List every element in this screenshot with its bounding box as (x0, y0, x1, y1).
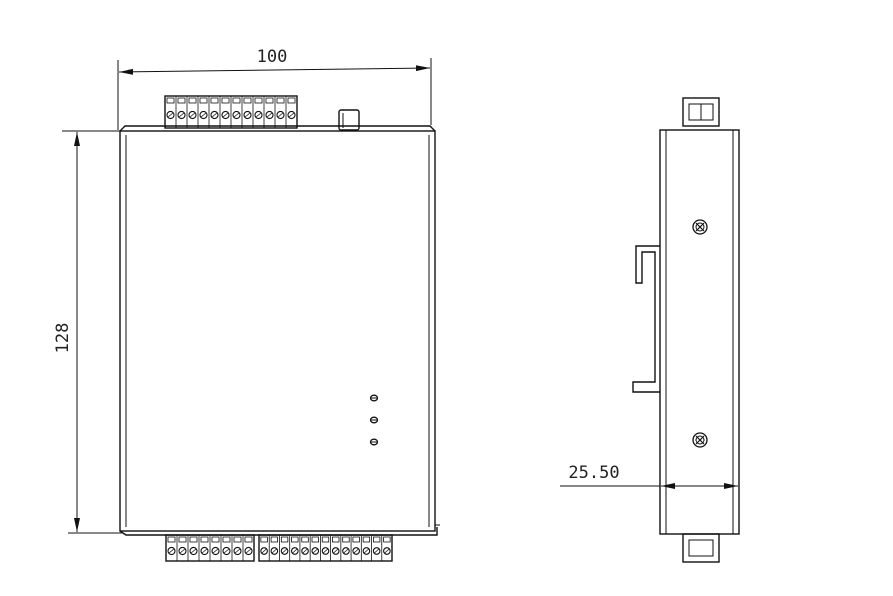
status-led (369, 416, 379, 424)
side-top-connector (682, 97, 720, 127)
top-terminal-pin (164, 96, 175, 128)
height-label: 128 (53, 323, 73, 354)
top-terminal-pin (175, 96, 186, 128)
top-terminal-pin (241, 96, 252, 128)
top-terminal-pin (197, 96, 208, 128)
bottom-right-terminal-pin (299, 535, 309, 561)
bottom-right-terminal-pin (381, 535, 391, 561)
bottom-left-terminal-block (165, 534, 255, 562)
screw-icon (692, 432, 708, 448)
bottom-left-terminal-pin (231, 535, 242, 561)
top-terminal-pin (263, 96, 274, 128)
top-terminal-pin (274, 96, 285, 128)
side-view: 25.50 (560, 97, 740, 563)
bottom-right-terminal-pin (371, 535, 381, 561)
bottom-left-terminal-pin (220, 535, 231, 561)
bottom-left-terminal-pin (165, 535, 176, 561)
antenna-base (338, 109, 360, 131)
top-flange (119, 125, 436, 132)
bottom-right-terminal-pin (258, 535, 268, 561)
front-view: 100 128 (53, 47, 440, 562)
screw-icon (692, 219, 708, 235)
din-rail-clip (632, 245, 660, 393)
bottom-right-terminal-pin (319, 535, 330, 561)
top-terminal-pin (219, 96, 230, 128)
height-dimension: 128 (53, 130, 122, 534)
bottom-left-terminal-pin (242, 535, 253, 561)
depth-label: 25.50 (568, 463, 619, 483)
bottom-right-terminal-pin (360, 535, 371, 561)
side-screws (692, 219, 708, 448)
top-terminal-pins (164, 96, 296, 128)
side-bottom-connector (682, 533, 720, 563)
bottom-right-terminal-pin (330, 535, 340, 561)
status-leds (369, 394, 379, 446)
bottom-right-terminal-pin (289, 535, 299, 561)
width-dimension-line (118, 65, 431, 75)
top-terminal-pin (208, 96, 219, 128)
status-led (369, 394, 379, 402)
bottom-right-terminal-pin (350, 535, 361, 561)
bottom-right-terminal-pins (258, 535, 391, 561)
width-label: 100 (257, 47, 288, 67)
bottom-right-terminal-pin (340, 535, 350, 561)
status-led (369, 438, 379, 446)
bottom-left-terminal-pin (187, 535, 198, 561)
top-terminal-block (164, 95, 298, 129)
top-terminal-pin (230, 96, 241, 128)
antenna-connector (338, 109, 360, 131)
top-terminal-pin (252, 96, 263, 128)
top-terminal-pin (186, 96, 197, 128)
bottom-right-terminal-pin (309, 535, 320, 561)
bottom-left-terminal-pin (198, 535, 209, 561)
bottom-left-terminal-pin (176, 535, 187, 561)
bottom-right-terminal-pin (268, 535, 279, 561)
side-top-connector-body (682, 97, 720, 127)
bottom-left-terminal-pins (165, 535, 253, 561)
bottom-left-terminal-pin (209, 535, 220, 561)
side-enclosure-outline (659, 129, 740, 535)
top-terminal-pin (285, 96, 296, 128)
width-dimension: 100 (117, 47, 432, 130)
side-bottom-connector-inner (688, 539, 714, 557)
enclosure-outline (119, 130, 436, 532)
depth-dimension: 25.50 (560, 463, 738, 489)
bottom-right-terminal-block (258, 534, 393, 562)
side-bottom-connector-body (682, 533, 720, 563)
bottom-right-terminal-pin (279, 535, 289, 561)
